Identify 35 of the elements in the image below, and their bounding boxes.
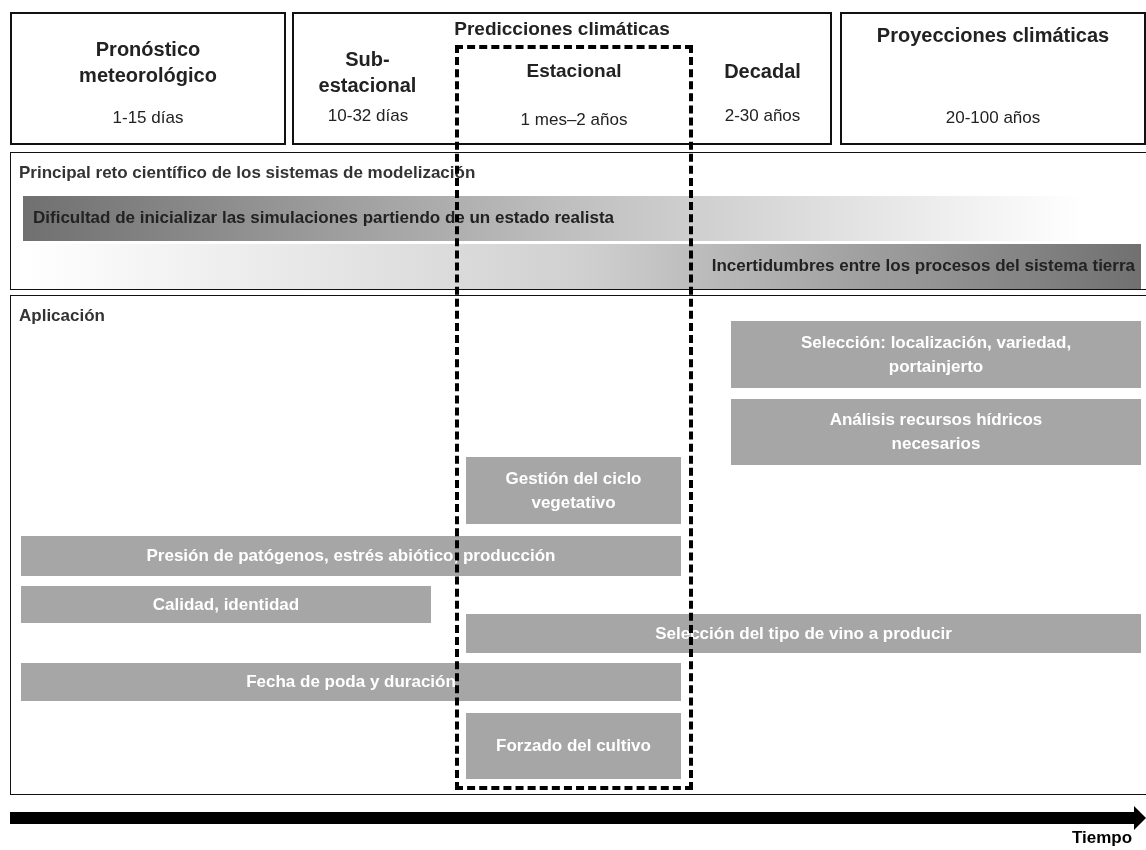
application-text: Análisis recursos hídricos necesarios <box>828 409 1044 455</box>
application-text: Forzado del cultivo <box>495 735 652 757</box>
application-bar <box>466 713 681 779</box>
application-bar <box>731 321 1141 388</box>
period-text: 2-30 años <box>723 106 802 126</box>
application-text: Selección: localización, variedad, portainjerto <box>799 331 1073 378</box>
header-box <box>292 12 832 145</box>
period-text: 1-15 días <box>111 108 185 128</box>
section-panel <box>10 295 1146 795</box>
header-title: Proyecciones climáticas <box>875 23 1111 48</box>
section-panel <box>10 152 1146 290</box>
header-box <box>10 12 286 145</box>
section-title: Principal reto científico de los sistemas de modelización <box>19 163 476 183</box>
application-text: Fecha de poda y duración <box>245 671 457 693</box>
application-bar <box>21 536 681 576</box>
application-text: Gestión del ciclo vegetativo <box>504 467 643 514</box>
application-text: Calidad, identidad <box>151 593 301 616</box>
period-text: 20-100 años <box>944 108 1042 128</box>
application-text: Selección del tipo de vino a producir <box>654 622 953 645</box>
header-title: Pronóstico meteorológico <box>78 37 218 88</box>
application-bar <box>466 457 681 524</box>
application-bar <box>466 614 1141 653</box>
header-title: Decadal <box>723 60 802 83</box>
header-box <box>840 12 1146 145</box>
period-text: 1 mes–2 años <box>519 110 629 130</box>
axis-label: Tiempo <box>1072 828 1134 848</box>
application-bar <box>21 586 431 623</box>
section-title: Aplicación <box>19 306 105 326</box>
application-bar <box>731 399 1141 465</box>
header-title: Estacional <box>525 60 623 82</box>
challenge-text: Incertidumbres entre los procesos del sistema tierra <box>711 256 1135 276</box>
group-title: Predicciones climáticas <box>453 18 671 40</box>
header-title: Sub-estacional <box>317 47 418 98</box>
period-text: 10-32 días <box>326 106 410 126</box>
application-bar <box>21 663 681 701</box>
